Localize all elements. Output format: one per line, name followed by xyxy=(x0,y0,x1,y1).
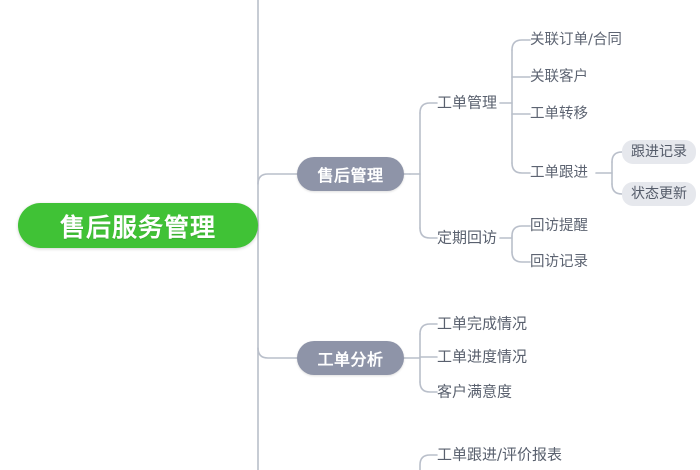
node-customer-satisfaction[interactable]: 客户满意度 xyxy=(437,382,513,401)
wire-to-report xyxy=(419,454,438,470)
node-worksheet-tracking-label: 工单跟进 xyxy=(530,164,588,181)
node-status-update-label: 状态更新 xyxy=(631,186,687,202)
node-periodic-followup[interactable]: 定期回访 xyxy=(437,228,498,247)
branch-node-analysis[interactable]: 工单分析 xyxy=(297,341,404,375)
branch-node-aftersales[interactable]: 售后管理 xyxy=(297,157,404,191)
node-related-order-contract[interactable]: 关联订单/合同 xyxy=(530,33,622,48)
wire-to-track xyxy=(511,162,531,174)
node-related-customer[interactable]: 关联客户 xyxy=(530,70,588,85)
wire-to-analysis xyxy=(257,347,298,359)
node-tracking-record[interactable]: 跟进记录 xyxy=(622,140,696,164)
node-followup-reminder[interactable]: 回访提醒 xyxy=(530,219,588,234)
root-node-label: 售后服务管理 xyxy=(59,212,216,242)
node-worksheet-tracking[interactable]: 工单跟进 xyxy=(530,166,588,181)
wire-to-aftersales xyxy=(257,173,298,185)
node-tracking-evaluation-report-label: 工单跟进/评价报表 xyxy=(437,445,563,464)
node-followup-record[interactable]: 回访记录 xyxy=(530,255,588,270)
node-worksheet-transfer-label: 工单转移 xyxy=(530,105,588,122)
node-customer-satisfaction-label: 客户满意度 xyxy=(437,382,513,401)
root-node[interactable]: 售后服务管理 xyxy=(18,203,258,248)
branch-node-analysis-label: 工单分析 xyxy=(317,350,384,369)
node-worksheet-management-label: 工单管理 xyxy=(437,93,498,112)
node-worksheet-completion-label: 工单完成情况 xyxy=(437,314,528,333)
node-worksheet-progress[interactable]: 工单进度情况 xyxy=(437,347,528,366)
wire-to-followup-remind xyxy=(511,225,531,237)
node-status-update[interactable]: 状态更新 xyxy=(622,182,696,206)
node-tracking-evaluation-report[interactable]: 工单跟进/评价报表 xyxy=(437,445,563,464)
node-worksheet-completion[interactable]: 工单完成情况 xyxy=(437,314,528,333)
node-tracking-record-label: 跟进记录 xyxy=(631,144,687,160)
wire-to-order xyxy=(511,39,531,51)
wire-to-completion xyxy=(419,323,438,335)
node-followup-record-label: 回访记录 xyxy=(530,253,588,270)
wire-to-worksheet-mgmt xyxy=(419,102,438,114)
wire-to-satisfaction xyxy=(419,381,438,393)
node-worksheet-transfer[interactable]: 工单转移 xyxy=(530,107,588,122)
node-related-order-contract-label: 关联订单/合同 xyxy=(530,31,622,48)
node-followup-reminder-label: 回访提醒 xyxy=(530,217,588,234)
node-worksheet-progress-label: 工单进度情况 xyxy=(437,347,528,366)
node-worksheet-management[interactable]: 工单管理 xyxy=(437,93,498,112)
node-related-customer-label: 关联客户 xyxy=(530,68,588,85)
node-periodic-followup-label: 定期回访 xyxy=(437,228,498,247)
wire-to-followup xyxy=(419,227,438,239)
wire-to-followup-record xyxy=(511,251,531,263)
branch-node-aftersales-label: 售后管理 xyxy=(317,166,384,185)
